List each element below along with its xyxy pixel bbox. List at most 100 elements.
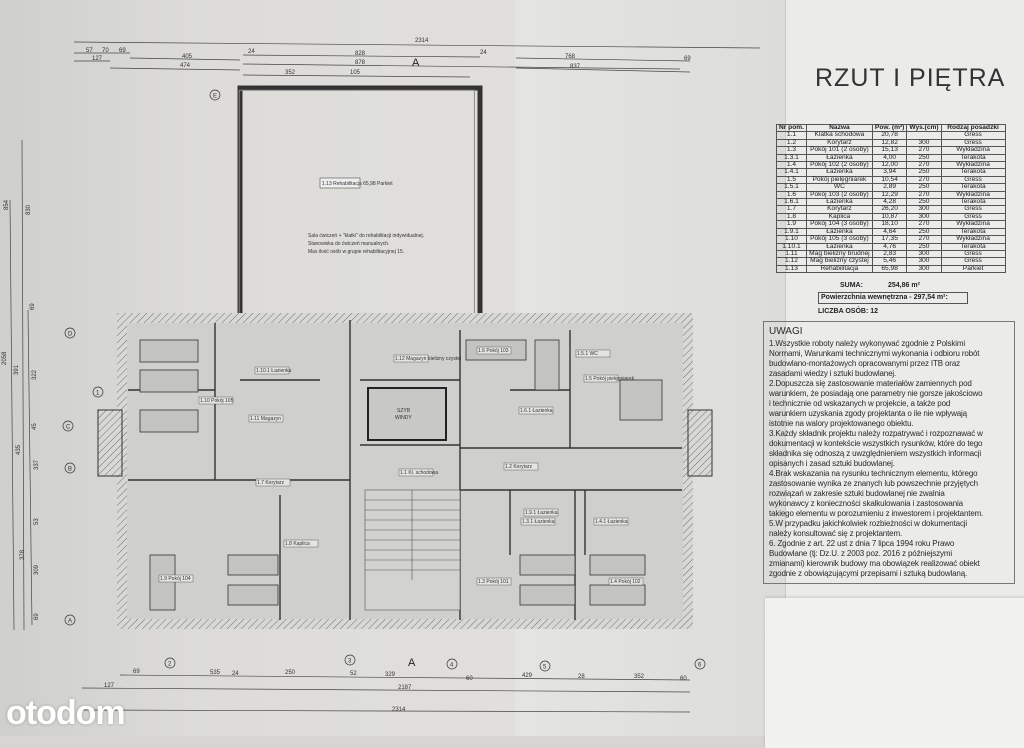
elevator-label-2: WINDY bbox=[395, 415, 412, 421]
table-cell: Pokój 101 (2 osoby) bbox=[805, 146, 873, 155]
axis-label: E bbox=[213, 94, 217, 100]
room-tag-box bbox=[523, 508, 559, 517]
room-tag-box bbox=[255, 478, 291, 487]
table-cell: 1.3 bbox=[776, 146, 807, 155]
dimension-left: 391 bbox=[14, 364, 20, 375]
note-line: i technicznie od wskazanych w projekcie,… bbox=[769, 399, 951, 408]
note-line: istotnie na walory projektowanego obiekt… bbox=[769, 419, 914, 428]
room-tag: 1.10.1 Łazienka bbox=[256, 368, 292, 374]
axis-bubble bbox=[694, 658, 706, 670]
axis-bubble bbox=[62, 420, 74, 432]
dimension-bottom: 28 bbox=[578, 674, 585, 680]
axis-label: C bbox=[66, 425, 71, 431]
rehab-tag-box bbox=[319, 177, 361, 189]
table-cell: 270 bbox=[906, 146, 942, 155]
dimension-top: 2314 bbox=[415, 38, 429, 44]
elevator-label-1: SZYB bbox=[397, 408, 411, 414]
table-header: Wys.(cm) bbox=[906, 123, 942, 133]
dimension-left: 378 bbox=[20, 549, 26, 560]
room-tag: 1.3 Pokój 101 bbox=[478, 579, 509, 585]
room-tag: 1.5.1 WC bbox=[577, 351, 598, 357]
table-cell: 1.10 bbox=[776, 235, 807, 244]
dimension-top: 878 bbox=[355, 60, 366, 66]
room-tag-box bbox=[254, 366, 290, 375]
axis-bubble bbox=[539, 660, 551, 672]
page-title: RZUT I PIĘTRA bbox=[815, 64, 1006, 92]
table-cell: Parkiet bbox=[940, 264, 1006, 274]
note-line: należy konsultować się z projektantem. bbox=[769, 529, 903, 538]
dimension-bottom: 60 bbox=[466, 676, 473, 682]
dimension-left: 69 bbox=[30, 303, 36, 310]
table-cell: 15,13 bbox=[871, 146, 908, 155]
note-line: rozwiązań w zakresie sztuki budowlanej n… bbox=[769, 489, 945, 498]
room-tag: 1.12 Magazyn bielizny czystej bbox=[395, 356, 461, 362]
room-tag: 1.10 Pokój 105 bbox=[200, 398, 234, 404]
dimension-top: 69 bbox=[684, 56, 691, 62]
dimension-top: 405 bbox=[182, 54, 193, 60]
room-tag: 1.11 Magazyn bbox=[250, 416, 281, 422]
note-line: warunkiem uzyskania zgody projektanta o … bbox=[769, 409, 967, 418]
room-tag-box bbox=[583, 374, 619, 383]
note-line: 1.Wszystkie roboty należy wykonywać zgod… bbox=[769, 339, 965, 348]
dimension-top: 828 bbox=[355, 51, 366, 57]
axis-label: 5 bbox=[543, 665, 547, 671]
note-line: takiego elementu w porozumieniu z inwest… bbox=[769, 509, 984, 518]
section-mark-top: A bbox=[412, 57, 420, 69]
note-line: dokumentacji w kontekście wszystkich rys… bbox=[769, 439, 983, 448]
table-cell: 300 bbox=[906, 257, 942, 266]
dimension-top: 127 bbox=[92, 56, 103, 62]
room-tag-box bbox=[520, 517, 556, 526]
note-line: zasadami wiedzy i sztuki budowlanej. bbox=[769, 369, 897, 378]
room-tag: 1.4 Pokój 102 bbox=[610, 579, 641, 585]
room-tag: 1.1 Kl. schodowa bbox=[400, 470, 438, 476]
dimension-bottom: 60 bbox=[680, 676, 687, 682]
axis-label: A bbox=[68, 619, 72, 625]
note-line: zastosowanie wynika ze znanych lub powsz… bbox=[769, 479, 978, 488]
note-line: Budowlane (tj: Dz.U. z 2003 poz. 2016 z … bbox=[769, 549, 952, 558]
axis-bubble bbox=[209, 89, 221, 101]
table-cell: 17,35 bbox=[871, 235, 908, 244]
paper-corner bbox=[765, 598, 1024, 748]
room-tag-box bbox=[476, 346, 512, 355]
section-mark-bottom: A bbox=[408, 657, 416, 669]
dimension-bottom: 2187 bbox=[398, 685, 412, 691]
dimension-top: 105 bbox=[350, 70, 361, 76]
axis-bubble bbox=[344, 654, 356, 666]
table-cell: Pokój 105 (3 osoby) bbox=[805, 235, 873, 244]
dimension-top: 837 bbox=[570, 64, 581, 70]
axis-label: 2 bbox=[168, 662, 172, 668]
dimension-bottom: 535 bbox=[210, 670, 221, 676]
note-line: wykonawcy z konieczności skalkulowania i… bbox=[769, 499, 963, 508]
dimension-top: 768 bbox=[565, 54, 576, 60]
axis-label: 4 bbox=[450, 663, 454, 669]
axis-bubble bbox=[64, 327, 76, 339]
room-tag-box bbox=[593, 517, 629, 526]
room-tag: 1.6 Pokój 103 bbox=[478, 348, 509, 354]
axis-label: 6 bbox=[698, 663, 702, 669]
dimension-lines bbox=[9, 41, 761, 713]
axis-label: B bbox=[68, 467, 72, 473]
axis-label: 1 bbox=[96, 391, 100, 397]
note-line: opisanych i zasad sztuki budowlanej. bbox=[769, 459, 895, 468]
room-tag: 1.8 Kaplica bbox=[285, 541, 310, 547]
room-tag-box bbox=[248, 414, 284, 423]
room-tag-box bbox=[608, 577, 644, 586]
room-tag-box bbox=[575, 349, 611, 358]
dimension-left: 337 bbox=[34, 459, 40, 470]
notes-heading: UWAGI bbox=[769, 326, 803, 337]
note-line: Normami, Warunkami technicznymi wykonani… bbox=[769, 349, 980, 358]
table-cell: Gress bbox=[940, 257, 1006, 266]
rehab-note-1: Sala ćwiczeń + "klatki" do rehabilitacji… bbox=[308, 233, 424, 239]
table-cell: Wykładzina bbox=[940, 146, 1006, 155]
dimension-left: 53 bbox=[34, 518, 40, 525]
table-cell: Rehabilitacja bbox=[805, 264, 873, 274]
room-tags: 1.10 Pokój 105 1.10.1 Łazienka 1.11 Magazy… bbox=[158, 346, 644, 586]
dimension-bottom: 69 bbox=[133, 669, 140, 675]
